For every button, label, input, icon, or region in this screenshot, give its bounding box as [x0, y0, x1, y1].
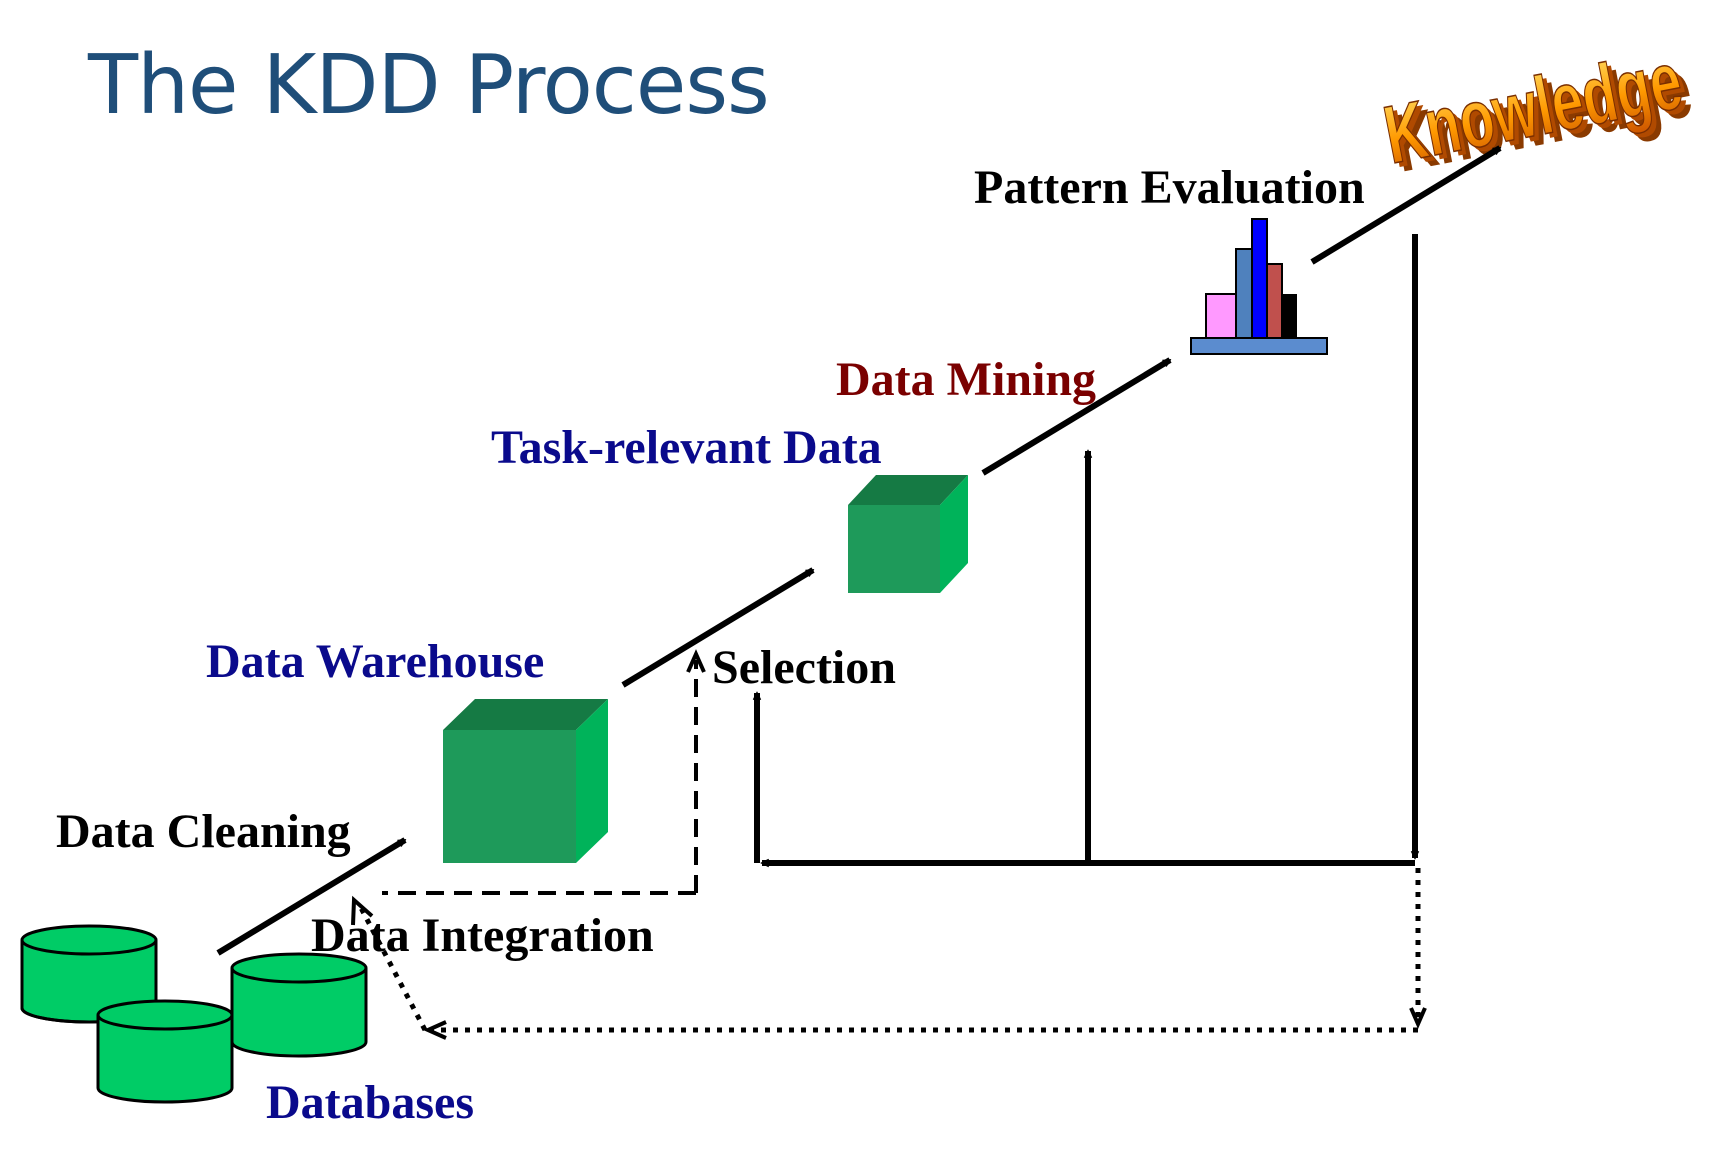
feedback-loop	[757, 234, 1415, 863]
dotted-path	[357, 868, 1421, 1033]
arrow-selection	[621, 567, 813, 688]
process-arrows	[216, 145, 1500, 956]
task-data-cube-icon	[848, 475, 968, 593]
label-data-integration: Data Integration	[311, 909, 654, 962]
label-pattern-evaluation: Pattern Evaluation	[974, 161, 1365, 214]
label-task-relevant-data: Task-relevant Data	[491, 421, 882, 474]
database-cylinder-icon	[96, 999, 234, 1104]
arrow-evaluation	[1310, 145, 1500, 265]
databases-icon	[20, 924, 368, 1104]
database-cylinder-icon	[230, 952, 368, 1058]
label-data-mining: Data Mining	[836, 353, 1097, 406]
bar-chart-icon	[1190, 218, 1328, 355]
integration-dashed-path	[382, 660, 698, 895]
page-title: The KDD Process	[88, 38, 770, 133]
warehouse-cube-icon	[443, 699, 608, 863]
knowledge-logo: Knowledge Knowledge Knowledge	[1376, 34, 1698, 190]
label-selection: Selection	[712, 641, 896, 694]
arrow-cleaning	[216, 837, 405, 956]
label-databases: Databases	[266, 1076, 475, 1129]
label-data-warehouse: Data Warehouse	[206, 635, 545, 688]
dashed-arrow-head	[686, 649, 706, 673]
arrow-mining	[981, 357, 1170, 476]
label-data-cleaning: Data Cleaning	[56, 805, 351, 858]
